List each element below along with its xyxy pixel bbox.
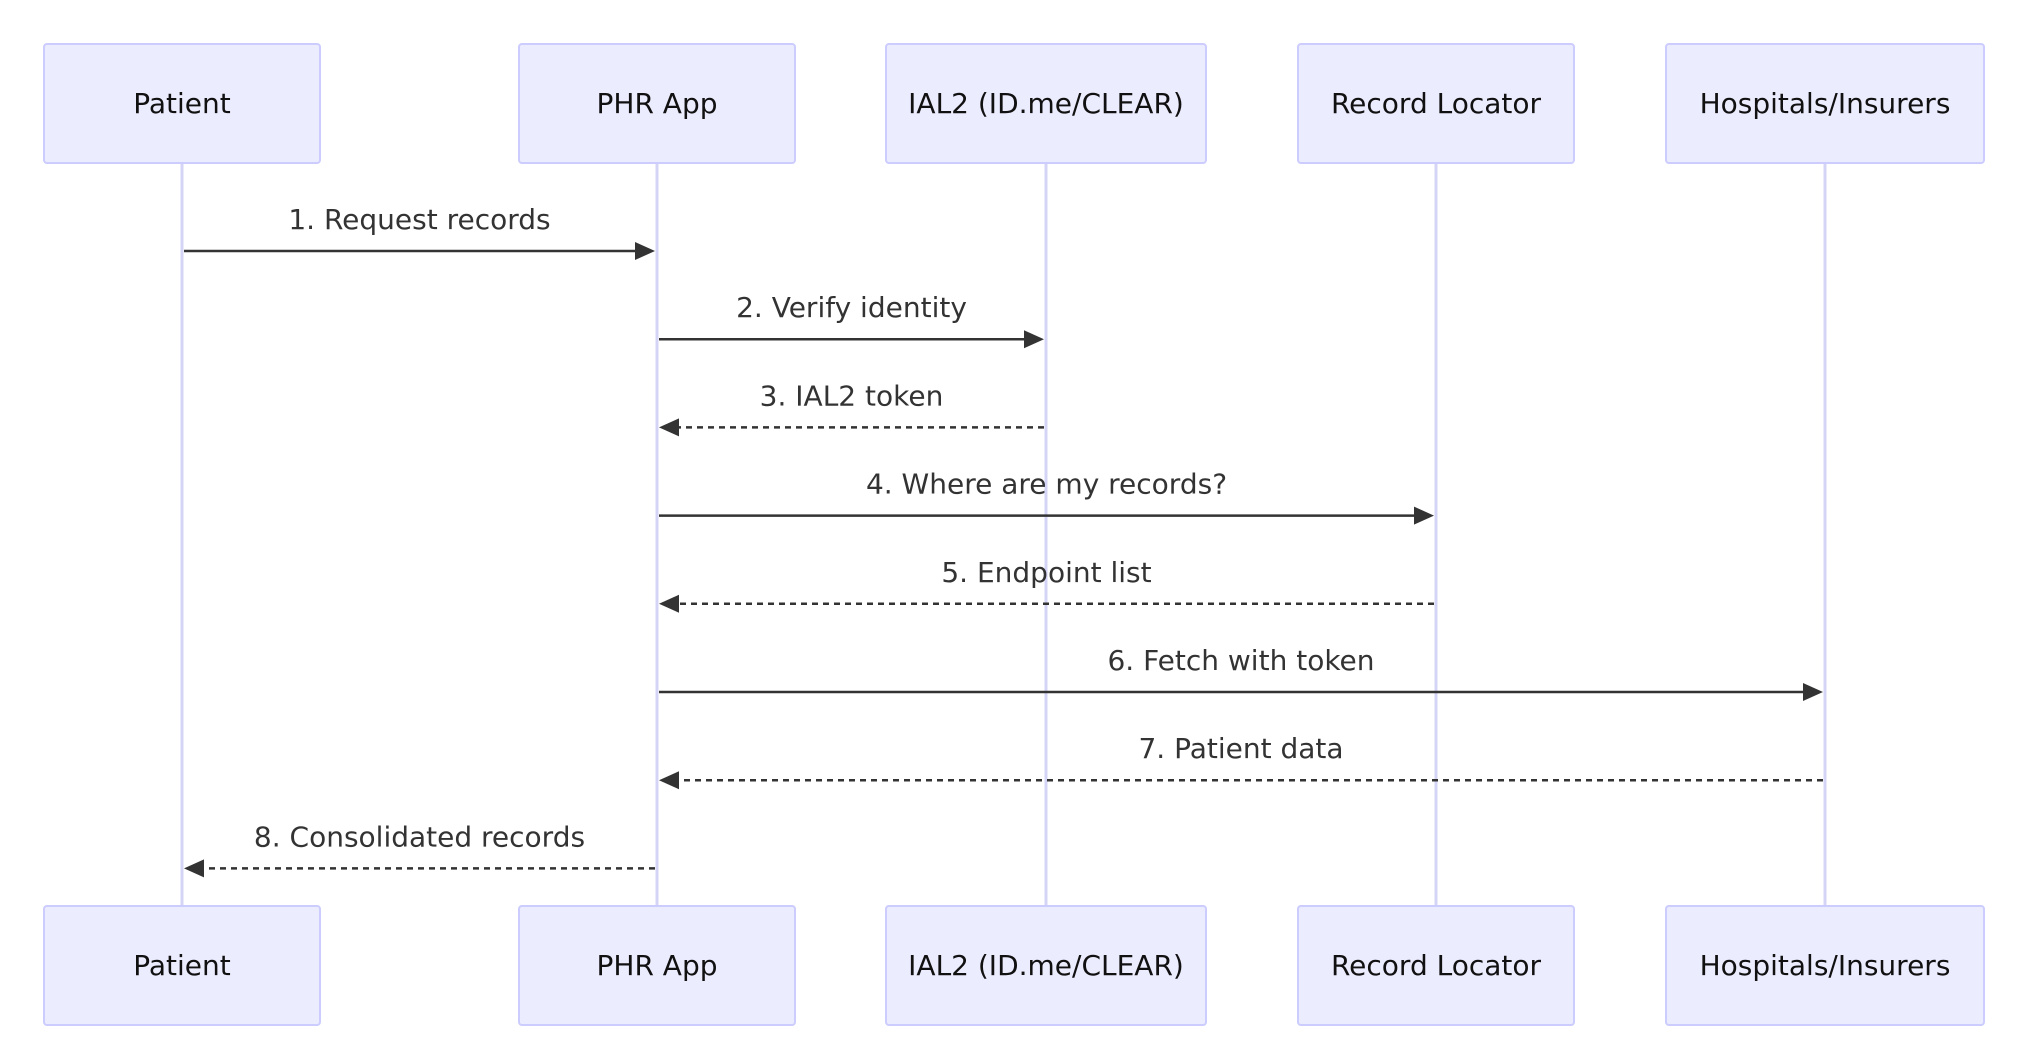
actor-box (885, 905, 1207, 1026)
actor-box (43, 43, 321, 164)
actor-locator-bottom: Record Locator (1297, 905, 1575, 1026)
message-1: 1. Request records (184, 203, 655, 260)
actor-ial2-top: IAL2 (ID.me/CLEAR) (885, 43, 1207, 164)
message-label: 6. Fetch with token (1107, 644, 1374, 677)
actor-box (518, 43, 796, 164)
message-label: 7. Patient data (1138, 732, 1343, 765)
arrowhead-icon (659, 418, 679, 437)
actor-hospitals-bottom: Hospitals/Insurers (1665, 905, 1985, 1026)
actor-label: PHR App (597, 87, 718, 120)
message-6: 6. Fetch with token (659, 644, 1823, 701)
message-4: 4. Where are my records? (659, 468, 1434, 525)
messages: 1. Request records 2. Verify identity 3. I… (184, 203, 1823, 878)
actor-hospitals-top: Hospitals/Insurers (1665, 43, 1985, 164)
message-7: 7. Patient data (659, 732, 1823, 790)
arrowhead-icon (635, 242, 655, 260)
message-5: 5. Endpoint list (659, 556, 1434, 613)
actor-label: Patient (133, 87, 231, 120)
arrowhead-icon (659, 594, 679, 613)
actor-label: Record Locator (1331, 949, 1542, 982)
arrowhead-icon (1803, 683, 1823, 701)
actor-box (43, 905, 321, 1026)
actor-label: Record Locator (1331, 87, 1542, 120)
actor-label: Hospitals/Insurers (1700, 87, 1951, 120)
actor-box (518, 905, 796, 1026)
actor-box (1665, 43, 1985, 164)
message-label: 4. Where are my records? (866, 468, 1227, 501)
actor-label: Hospitals/Insurers (1700, 949, 1951, 982)
message-label: 5. Endpoint list (941, 556, 1151, 589)
actors-bottom: Patient PHR App IAL2 (ID.me/CLEAR) Record L… (43, 905, 1985, 1026)
actors-top: Patient PHR App IAL2 (ID.me/CLEAR) Record L… (43, 43, 1985, 164)
arrowhead-icon (1024, 330, 1044, 349)
actor-phr-top: PHR App (518, 43, 796, 164)
actor-box (1665, 905, 1985, 1026)
message-2: 2. Verify identity (659, 291, 1044, 349)
actor-box (1297, 43, 1575, 164)
actor-label: IAL2 (ID.me/CLEAR) (908, 949, 1184, 982)
actor-phr-bottom: PHR App (518, 905, 796, 1026)
arrowhead-icon (659, 771, 679, 790)
message-label: 3. IAL2 token (760, 379, 944, 412)
actor-label: PHR App (597, 949, 718, 982)
message-label: 2. Verify identity (736, 291, 967, 324)
arrowhead-icon (184, 859, 204, 878)
actor-label: IAL2 (ID.me/CLEAR) (908, 87, 1184, 120)
arrowhead-icon (1414, 506, 1434, 525)
message-3: 3. IAL2 token (659, 379, 1044, 437)
message-label: 1. Request records (288, 203, 550, 236)
message-8: 8. Consolidated records (184, 820, 655, 878)
actor-locator-top: Record Locator (1297, 43, 1575, 164)
actor-box (1297, 905, 1575, 1026)
actor-ial2-bottom: IAL2 (ID.me/CLEAR) (885, 905, 1207, 1026)
lifelines (180, 163, 1827, 906)
message-label: 8. Consolidated records (254, 820, 585, 853)
actor-box (885, 43, 1207, 164)
actor-patient-top: Patient (43, 43, 321, 164)
actor-patient-bottom: Patient (43, 905, 321, 1026)
actor-label: Patient (133, 949, 231, 982)
